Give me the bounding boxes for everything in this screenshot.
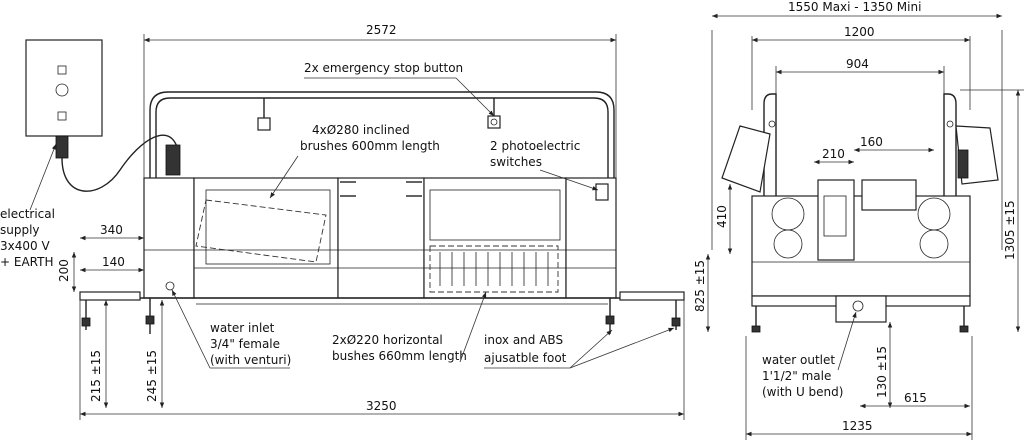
label-horizontal-2: bushes 660mm length <box>332 349 467 363</box>
label-photo-2: switches <box>490 155 542 169</box>
label-inclined-1: 4xØ280 inclined <box>312 123 410 137</box>
dim-140: 140 <box>102 255 125 269</box>
left-brush-hood <box>721 125 771 193</box>
motor-left <box>165 144 181 176</box>
label-supply-2: supply <box>0 223 40 237</box>
label-horizontal-1: 2xØ220 horizontal <box>332 333 443 347</box>
water-outlet-box <box>835 295 887 323</box>
label-supply-4: + EARTH <box>0 255 53 269</box>
label-water-in-1: water inlet <box>210 321 275 335</box>
label-inclined-2: brushes 600mm length <box>300 139 440 153</box>
label-water-out-1: water outlet <box>762 353 835 367</box>
photoelectric-switch <box>595 183 609 201</box>
dim-615: 615 <box>904 391 927 405</box>
label-water-out-3: (with U bend) <box>762 385 843 399</box>
label-water-in-3: (with venturi) <box>210 353 291 367</box>
dim-825: 825 ±15 <box>693 260 707 312</box>
power-cable <box>61 134 179 192</box>
dim-130: 130 ±15 <box>875 346 889 398</box>
water-inlet <box>165 281 175 291</box>
side-view: 2572 3250 340 140 200 215 ±15 245 ±15 2x… <box>0 23 685 420</box>
dim-245: 245 ±15 <box>145 350 159 402</box>
label-water-out-2: 1'1/2" male <box>762 369 831 383</box>
emergency-stop-left <box>257 117 271 131</box>
label-foot-1: inox and ABS <box>484 333 563 347</box>
emergency-stop-right <box>487 115 501 129</box>
dim-3250: 3250 <box>366 399 397 413</box>
label-photo-1: 2 photoelectric <box>490 139 580 153</box>
dim-215: 215 ±15 <box>89 350 103 402</box>
label-emergency: 2x emergency stop button <box>304 61 463 75</box>
dim-1200: 1200 <box>844 25 875 39</box>
front-body <box>751 195 971 297</box>
label-supply-1: electrical <box>0 207 55 221</box>
dim-340: 340 <box>100 223 123 237</box>
dim-904: 904 <box>846 57 869 71</box>
dim-210: 210 <box>822 147 845 161</box>
front-view: 1550 Maxi - 1350 Mini 1200 904 210 160 <box>693 0 1024 440</box>
horizontal-brush <box>429 245 559 293</box>
machine-left-end <box>143 177 195 299</box>
label-foot-2: ajusatble foot <box>484 351 567 365</box>
dim-200: 200 <box>57 259 71 282</box>
dim-1550: 1550 Maxi - 1350 Mini <box>788 0 921 14</box>
dim-2572: 2572 <box>366 23 397 37</box>
dim-1235: 1235 <box>842 419 873 433</box>
label-supply-3: 3x400 V <box>0 239 50 253</box>
electrical-box <box>25 39 103 137</box>
dim-1305: 1305 ±15 <box>1003 200 1017 260</box>
dim-410: 410 <box>715 205 729 228</box>
dim-160: 160 <box>860 135 883 149</box>
label-water-in-2: 3/4" female <box>210 337 280 351</box>
